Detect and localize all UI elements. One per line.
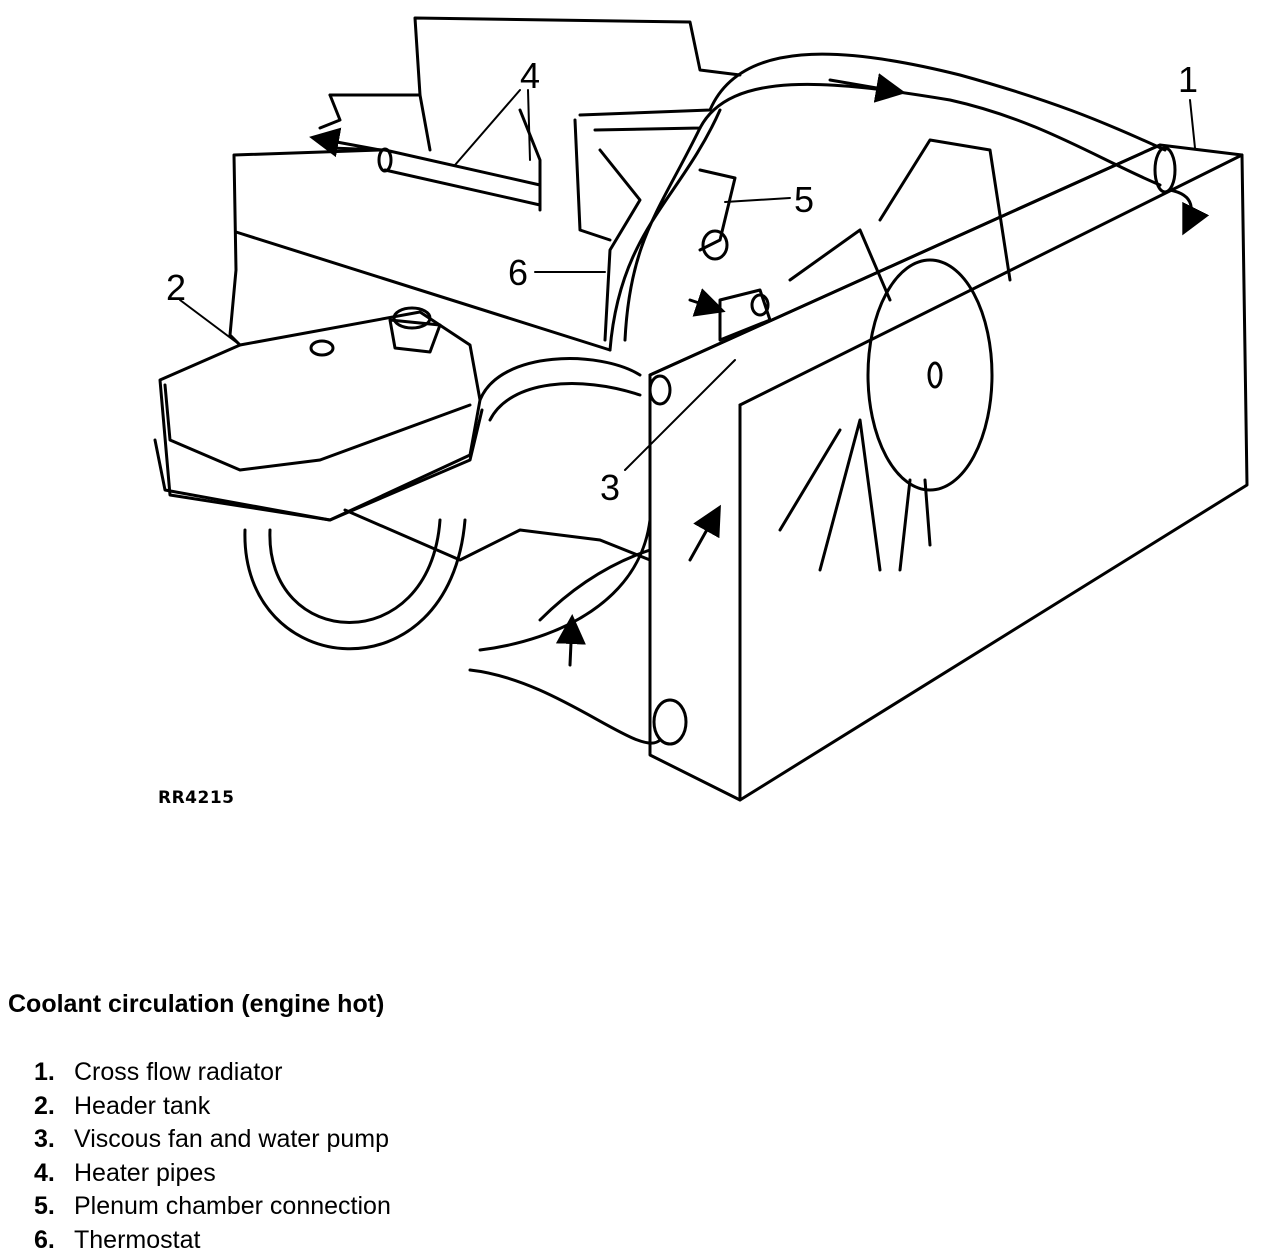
- heater-pipes: [309, 127, 542, 207]
- legend-number: 6.: [34, 1225, 55, 1254]
- legend-text: Header tank: [74, 1091, 211, 1120]
- legend-item: 4. Heater pipes: [34, 1157, 391, 1191]
- lower-hoses: [243, 357, 721, 745]
- diagram-caption: Coolant circulation (engine hot): [8, 990, 385, 1018]
- legend-list: 1. Cross flow radiator 2. Header tank 3. Vi…: [34, 1056, 391, 1257]
- callout-1: 1: [1178, 59, 1199, 100]
- legend-number: 3.: [34, 1125, 55, 1153]
- legend-item: 3. Viscous fan and water pump: [34, 1123, 391, 1157]
- thermostat-housing: [688, 168, 737, 317]
- legend-text: Cross flow radiator: [74, 1058, 283, 1086]
- callout-4: 4: [520, 55, 541, 96]
- figure-reference: RR4215: [158, 788, 235, 808]
- legend-number: 4.: [34, 1158, 55, 1187]
- legend-number: 1.: [34, 1058, 55, 1086]
- legend-item: 1. Cross flow radiator: [34, 1056, 391, 1090]
- header-tank: [153, 306, 484, 522]
- legend-item: 6. Thermostat: [34, 1224, 391, 1258]
- radiator: [648, 143, 1249, 802]
- legend-text: Viscous fan and water pump: [74, 1125, 390, 1153]
- viscous-fan: [718, 138, 1012, 572]
- legend-number: 2.: [34, 1091, 55, 1120]
- leader-lines: [179, 89, 1196, 471]
- legend-number: 5.: [34, 1192, 55, 1220]
- legend-item: 2. Header tank: [34, 1090, 391, 1124]
- callout-3: 3: [600, 467, 621, 508]
- top-hose: [578, 52, 1167, 352]
- legend-text: Heater pipes: [74, 1158, 216, 1187]
- callout-6: 6: [508, 252, 529, 293]
- legend-item: 5. Plenum chamber connection: [34, 1190, 391, 1224]
- legend-text: Thermostat: [74, 1225, 201, 1254]
- callout-2: 2: [166, 267, 187, 308]
- engine-block: [228, 16, 742, 562]
- legend-text: Plenum chamber connection: [74, 1192, 391, 1220]
- callout-5: 5: [794, 179, 815, 220]
